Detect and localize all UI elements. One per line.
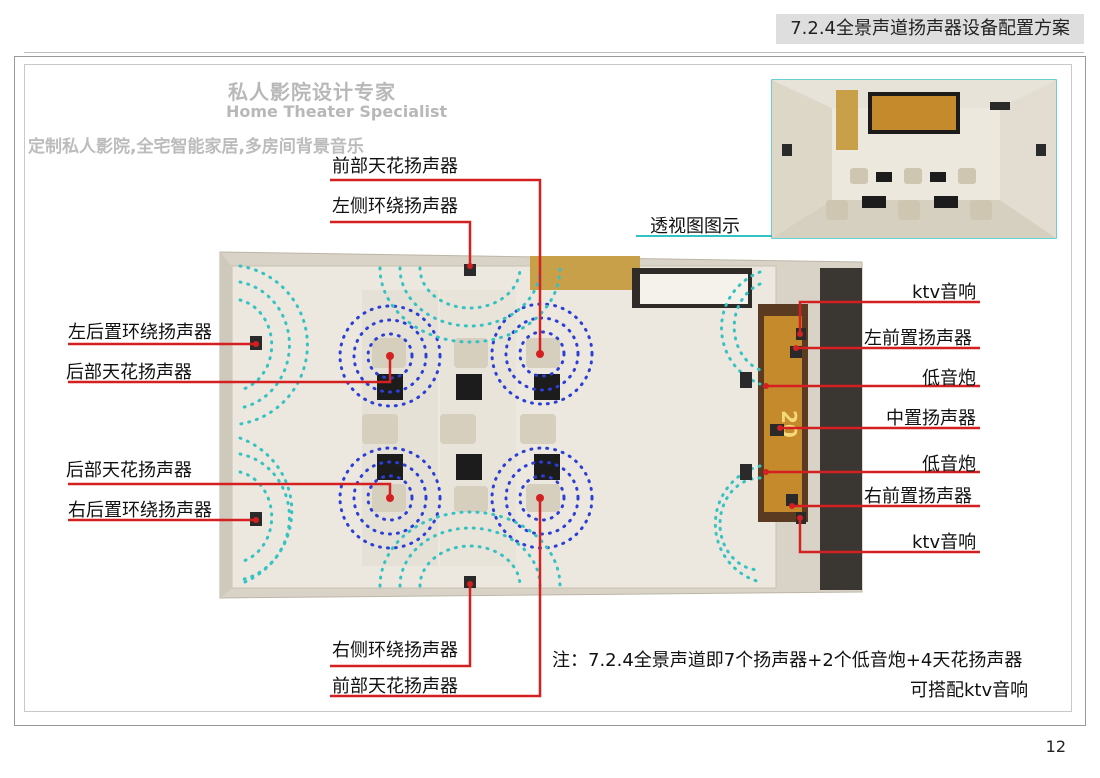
leader-lines	[68, 178, 980, 698]
perspective-speaker-ceiling	[990, 102, 1010, 110]
note-line-2: 可搭配ktv音响	[910, 680, 1029, 701]
corner-shade-tl	[220, 252, 232, 598]
label-subwoofer-2: 低音炮	[922, 454, 976, 475]
leader-ktv-top	[798, 300, 980, 334]
label-rear-ceiling-1: 后部天花扬声器	[66, 362, 192, 383]
perspective-right-wall	[1000, 80, 1056, 238]
speaker-subwoofer-1	[740, 372, 752, 388]
seat	[362, 414, 398, 444]
table	[456, 454, 482, 480]
header-divider	[24, 52, 1084, 53]
ceiling-wave-front-top	[490, 302, 594, 406]
sound-waves	[238, 264, 762, 588]
perspective-acoustic-panel	[836, 90, 858, 150]
perspective-chairs	[826, 168, 992, 220]
label-right-rear-surround: 右后置环绕扬声器	[68, 500, 212, 521]
leader-rear-ceiling-2	[68, 482, 392, 498]
outer-frame	[14, 56, 1086, 726]
leader-dots	[253, 263, 803, 587]
label-left-front: 左前置扬声器	[864, 328, 972, 349]
seat	[520, 414, 556, 444]
table	[534, 454, 560, 480]
wall-wave-right-side	[378, 510, 562, 588]
page-title: 7.2.4全景声道扬声器设备配置方案	[776, 14, 1084, 44]
perspective-speaker-left	[782, 144, 792, 156]
perspective-left-wall	[772, 80, 832, 238]
wall-wave-front-top	[720, 270, 762, 386]
inner-frame	[24, 64, 1072, 712]
seat	[440, 414, 476, 444]
label-ktv-bottom: ktv音响	[912, 532, 977, 553]
label-ktv-top: ktv音响	[912, 282, 977, 303]
speaker-left-side-surround	[464, 264, 476, 276]
table	[456, 374, 482, 400]
perspective-thumbnail	[636, 79, 1057, 239]
perspective-label: 透视图图示	[650, 216, 740, 237]
leader-left-side-surround	[330, 220, 472, 266]
label-front-ceiling-bottom: 前部天花扬声器	[332, 676, 458, 697]
leader-rear-ceiling-1	[68, 356, 392, 384]
watermark-brand-cn: 私人影院设计专家	[228, 80, 396, 104]
seat	[454, 338, 488, 368]
label-right-front: 右前置扬声器	[864, 486, 972, 507]
wall-wave-rear-bottom	[238, 436, 294, 586]
label-subwoofer-1: 低音炮	[922, 368, 976, 389]
label-front-ceiling-top: 前部天花扬声器	[332, 156, 458, 177]
perspective-tables	[862, 172, 958, 208]
leader-right-side-surround	[330, 584, 472, 668]
speaker-subwoofer-2	[740, 464, 752, 480]
page-number: 12	[1045, 737, 1066, 756]
label-rear-ceiling-2: 后部天花扬声器	[66, 460, 192, 481]
ceiling-wave-front-bottom	[490, 446, 594, 550]
watermark-slogan: 定制私人影院,全宅智能家居,多房间背景音乐	[28, 137, 364, 157]
label-right-side-surround: 右侧环绕扬声器	[332, 640, 458, 661]
speaker-right-front	[786, 494, 798, 506]
leader-front-ceiling-bottom	[330, 498, 542, 698]
label-left-side-surround: 左侧环绕扬声器	[332, 196, 458, 217]
wall-wave-left-side	[378, 266, 562, 344]
ceiling-wave-rear-bottom	[338, 446, 442, 550]
perspective-speaker-right	[1036, 144, 1046, 156]
door-panel	[530, 256, 640, 290]
wall-wave-front-bottom	[713, 464, 762, 584]
wall-wave-rear-top	[238, 264, 309, 426]
watermark-brand-en: Home Theater Specialist	[226, 102, 448, 121]
leader-front-ceiling-top	[330, 178, 542, 354]
label-left-rear-surround: 左后置环绕扬声器	[68, 322, 212, 343]
label-center: 中置扬声器	[886, 408, 976, 429]
seat	[454, 486, 488, 512]
perspective-screen-image	[872, 96, 956, 130]
leader-ktv-bottom	[798, 518, 980, 554]
door-light	[640, 274, 748, 304]
note-line-1: 注：7.2.4全景声道即7个扬声器+2个低音炮+4天花扬声器	[552, 650, 1023, 671]
